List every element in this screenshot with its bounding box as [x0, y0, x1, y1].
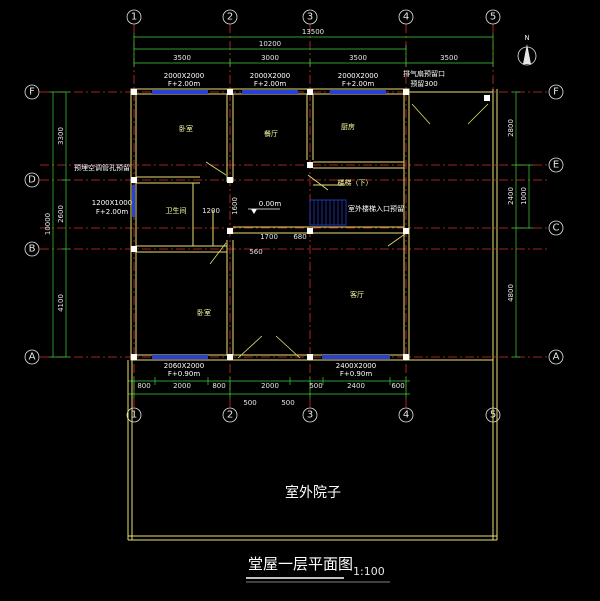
window-top-note-2: 预留300	[410, 79, 437, 88]
dim-bottom-extra-2: 500	[281, 399, 294, 407]
dim-left-3: 4100	[57, 294, 65, 312]
dim-bottom-extra-1: 500	[243, 399, 256, 407]
window-left-size: 1200X1000	[92, 199, 132, 207]
axis-right-c: C	[553, 223, 560, 234]
axis-left-f: F	[29, 87, 35, 98]
room-dining: 餐厅	[264, 129, 278, 138]
interior-dim-1: 1200	[202, 207, 220, 215]
dim-left-total: 10000	[44, 213, 52, 235]
room-stair: 楼梯（下）	[338, 178, 373, 187]
interior-dim-3: 1700	[260, 233, 278, 241]
axis-bottom-4: 4	[403, 410, 409, 421]
dim-bottom-4: 2000	[261, 382, 279, 390]
window-top-1-size: 2000X2000	[164, 72, 204, 80]
dim-top-sub: 10200	[259, 40, 281, 48]
axis-bottom-1: 1	[131, 410, 137, 421]
dim-left-2: 2600	[57, 205, 65, 223]
window-top-3-sill: F+2.00m	[342, 80, 374, 88]
axis-right-a: A	[553, 352, 560, 363]
dim-top-bay-3: 3500	[349, 54, 367, 62]
door-swings	[205, 103, 489, 359]
window-bottom-2-sill: F+0.90m	[340, 370, 372, 378]
dim-bottom-5: 500	[309, 382, 322, 390]
dim-right-2: 2400	[507, 187, 515, 205]
room-bathroom: 卫生间	[166, 206, 187, 215]
dim-bottom-1: 800	[137, 382, 150, 390]
window-top-note-1: 排气扇预留口	[403, 69, 445, 78]
interior-dim-4: 680	[293, 233, 306, 241]
room-bedroom-bottom: 卧室	[197, 308, 211, 317]
window-top-1-sill: F+2.00m	[168, 80, 200, 88]
drawing-scale: 1:100	[353, 565, 385, 578]
dimension-lines	[49, 33, 533, 398]
dim-right-inner: 1000	[520, 187, 528, 205]
window-bottom-2-size: 2400X2000	[336, 362, 376, 370]
window-top-3-size: 2000X2000	[338, 72, 378, 80]
dim-bottom-3: 800	[212, 382, 225, 390]
axis-top-1: 1	[131, 12, 137, 23]
window-bottom-1-sill: F+0.90m	[168, 370, 200, 378]
axis-bottom-2: 2	[227, 410, 233, 421]
dim-right-3: 4800	[507, 284, 515, 302]
walls	[127, 88, 498, 541]
axis-bubbles	[24, 9, 564, 423]
dim-bottom-2: 2000	[173, 382, 191, 390]
window-top-2-sill: F+2.00m	[254, 80, 286, 88]
axis-top-2: 2	[227, 12, 233, 23]
room-bedroom-top: 卧室	[179, 124, 193, 133]
stair-icon	[309, 199, 347, 226]
title-underline	[246, 577, 390, 583]
dim-bottom-6: 2400	[347, 382, 365, 390]
axis-top-5: 5	[490, 12, 496, 23]
window-left-sill: F+2.00m	[96, 208, 128, 216]
axis-left-d: D	[28, 175, 36, 186]
window-top-2-size: 2000X2000	[250, 72, 290, 80]
note-left-wall: 预埋空调管孔预留	[74, 163, 130, 172]
dim-top-bay-2: 3000	[261, 54, 279, 62]
axis-grid	[40, 24, 548, 408]
axis-top-4: 4	[403, 12, 409, 23]
yard-label: 室外院子	[285, 484, 341, 501]
room-living: 客厅	[350, 290, 364, 299]
axis-left-a: A	[29, 352, 36, 363]
note-stair: 室外楼梯入口预留	[348, 204, 404, 213]
elevation-marker-icon	[248, 208, 280, 214]
dim-top-bay-4: 3500	[440, 54, 458, 62]
window-bottom-1-size: 2060X2000	[164, 362, 204, 370]
room-kitchen: 厨房	[341, 122, 355, 131]
axis-right-f: F	[553, 87, 559, 98]
axis-top-3: 3	[307, 12, 313, 23]
windows	[132, 90, 390, 359]
north-arrow-icon	[517, 44, 537, 66]
dim-left-1: 3300	[57, 127, 65, 145]
dim-bottom-7: 600	[391, 382, 404, 390]
structural-columns	[131, 89, 490, 360]
dim-top-bay-1: 3500	[173, 54, 191, 62]
dim-top-total: 13500	[302, 28, 324, 36]
north-label: N	[524, 34, 529, 42]
interior-dim-2: 1600	[231, 197, 239, 215]
dim-right-1: 2800	[507, 119, 515, 137]
drawing-title: 堂屋一层平面图	[248, 555, 353, 573]
axis-bottom-3: 3	[307, 410, 313, 421]
axis-right-e: E	[553, 160, 559, 171]
elevation-label: 0.00m	[259, 200, 282, 208]
axis-left-b: B	[29, 244, 36, 255]
interior-dim-5: 560	[249, 248, 262, 256]
